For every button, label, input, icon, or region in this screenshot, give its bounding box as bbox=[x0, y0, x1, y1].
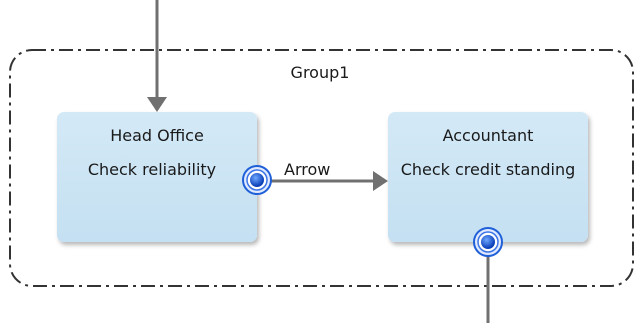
node-accountant[interactable]: Accountant Check credit standing bbox=[388, 112, 588, 242]
node-task-label: Check credit standing bbox=[400, 160, 576, 179]
output-port-head-office[interactable] bbox=[242, 165, 272, 195]
edge-label: Arrow bbox=[284, 160, 331, 179]
node-role-label: Accountant bbox=[442, 126, 534, 145]
group-label: Group1 bbox=[290, 63, 350, 82]
node-task-label: Check reliability bbox=[87, 160, 217, 179]
output-port-accountant[interactable] bbox=[473, 227, 503, 257]
incoming-edge[interactable] bbox=[147, 0, 167, 112]
node-role-label: Head Office bbox=[110, 126, 204, 145]
group-boundary[interactable] bbox=[9, 49, 634, 287]
arrow-edge-head bbox=[373, 171, 388, 191]
node-head-office[interactable]: Head Office Check reliability bbox=[57, 112, 257, 242]
arrow-edge[interactable] bbox=[268, 171, 388, 191]
incoming-arrowhead bbox=[147, 97, 167, 112]
